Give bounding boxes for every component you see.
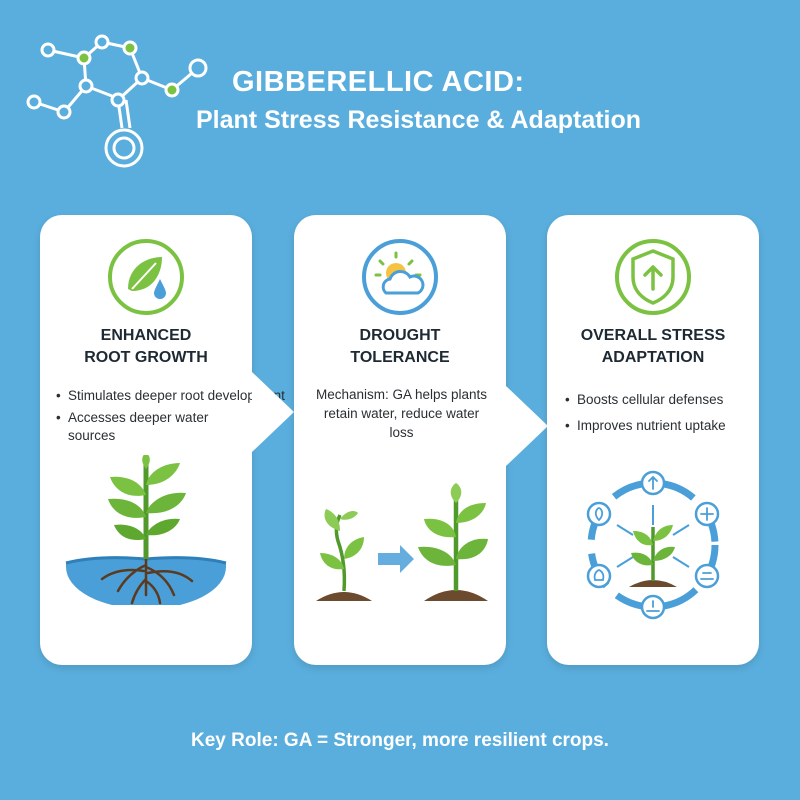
card-stress-adaptation: OVERALL STRESS ADAPTATION Boosts cellula… — [547, 215, 759, 665]
card-title: ENHANCED — [100, 327, 192, 344]
card-title: ADAPTATION — [601, 349, 705, 366]
page-title: GIBBERELLIC ACID: — [232, 66, 525, 98]
plant-with-deep-roots — [65, 455, 227, 605]
list-item: Improves nutrient uptake — [565, 417, 755, 435]
plant-stress-cycle — [586, 470, 720, 620]
mechanism-text: Mechanism: GA helps plants retain water,… — [315, 387, 488, 440]
shield-up-arrow-icon — [615, 239, 691, 315]
card-title: DROUGHT — [359, 327, 441, 344]
list-item: Accesses deeper water sources — [56, 409, 238, 445]
card-root-growth: ENHANCED ROOT GROWTH Stimulates deeper r… — [40, 215, 285, 665]
card-title: OVERALL STRESS — [580, 327, 726, 344]
card-title: ROOT GROWTH — [84, 349, 208, 366]
list-item: Boosts cellular defenses — [565, 391, 755, 409]
molecule-icon — [26, 34, 208, 168]
leaf-water-drop-icon — [108, 239, 184, 315]
card-title: TOLERANCE — [350, 349, 450, 366]
sun-cloud-icon — [362, 239, 438, 315]
list-item: Stimulates deeper root development — [56, 387, 306, 405]
flow-arrow — [252, 372, 294, 452]
flow-arrow — [506, 386, 548, 466]
wilted-plant-to-healthy-plant — [316, 483, 488, 601]
bullet-list: Boosts cellular defenses Improves nutrie… — [565, 391, 755, 443]
page-subtitle: Plant Stress Resistance & Adaptation — [196, 106, 642, 134]
card-drought-tolerance: DROUGHT TOLERANCE Mechanism: GA helps pl… — [294, 215, 506, 665]
key-role-footer: Key Role: GA = Stronger, more resilient … — [191, 730, 609, 751]
bullet-list: Stimulates deeper root development Acces… — [56, 387, 306, 449]
